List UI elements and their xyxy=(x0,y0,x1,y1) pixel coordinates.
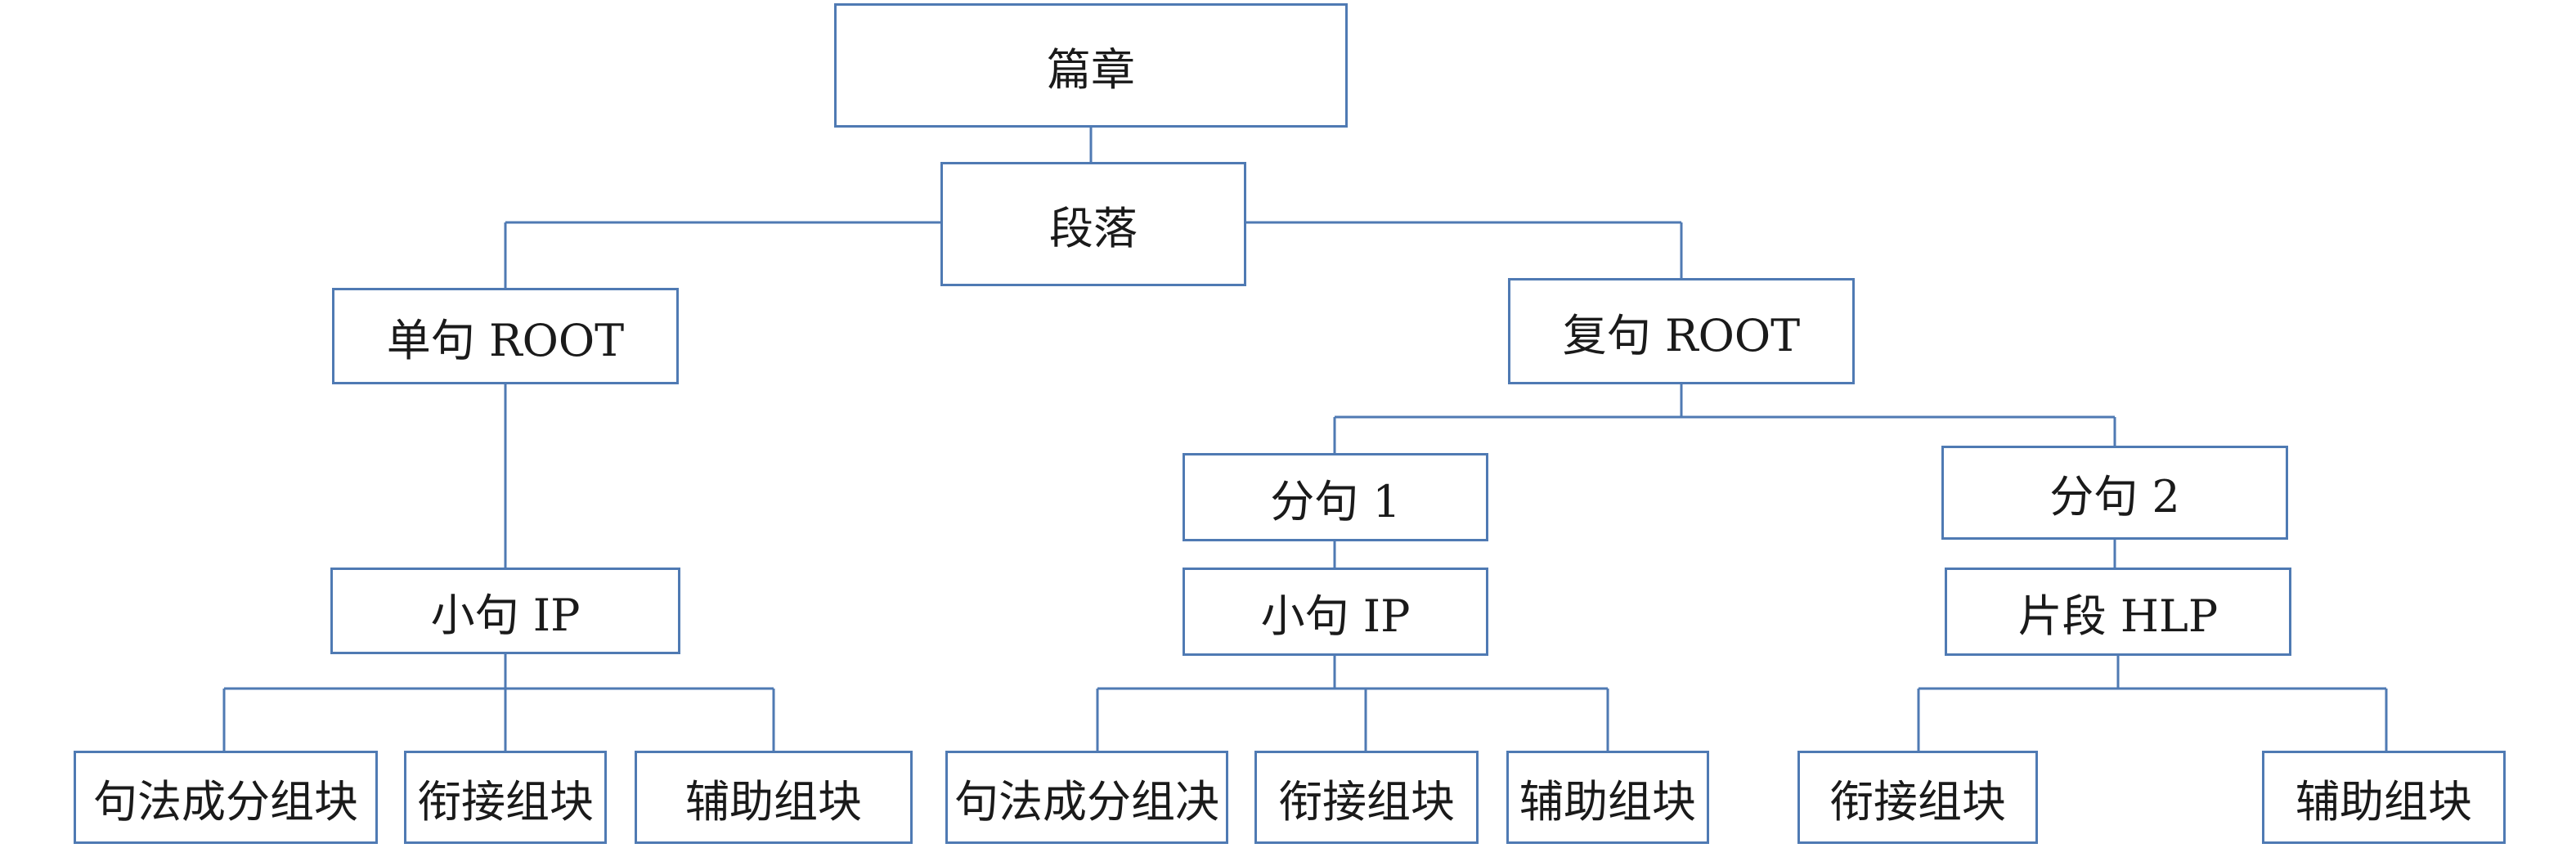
node-clause2-fragment: 片段 HLP xyxy=(1945,568,2291,656)
node-simple-small-clause: 小句 IP xyxy=(330,568,680,654)
node-clause1-small-clause: 小句 IP xyxy=(1183,568,1488,656)
node-clause1-syntactic-chunk-label: 句法成分组决 xyxy=(954,775,1219,828)
node-simple-small-clause-label: 小句 IP xyxy=(430,589,581,641)
node-simple-cohesive-chunk: 衔接组块 xyxy=(404,751,607,844)
node-clause1-syntactic-chunk: 句法成分组决 xyxy=(945,751,1228,844)
node-simple-sentence: 单句 ROOT xyxy=(332,288,679,384)
node-clause1-auxiliary-chunk: 辅助组块 xyxy=(1506,751,1709,844)
node-discourse-label: 篇章 xyxy=(1047,43,1135,96)
node-clause2-cohesive-chunk: 衔接组块 xyxy=(1797,751,2038,844)
node-complex-sentence-label: 复句 ROOT xyxy=(1562,309,1801,361)
node-clause2-cohesive-chunk-label: 衔接组块 xyxy=(1829,775,2006,828)
node-clause-2-label: 分句 2 xyxy=(2049,471,2180,523)
node-clause1-small-clause-label: 小句 IP xyxy=(1260,590,1411,642)
node-simple-syntactic-chunk-label: 句法成分组块 xyxy=(93,775,358,828)
node-clause1-auxiliary-chunk-label: 辅助组块 xyxy=(1519,775,1696,828)
node-complex-sentence: 复句 ROOT xyxy=(1508,278,1855,384)
node-clause-1-label: 分句 1 xyxy=(1270,475,1401,527)
node-clause2-fragment-label: 片段 HLP xyxy=(2017,590,2219,642)
node-clause2-auxiliary-chunk-label: 辅助组块 xyxy=(2296,775,2472,828)
node-clause2-auxiliary-chunk: 辅助组块 xyxy=(2262,751,2506,844)
node-clause1-cohesive-chunk: 衔接组块 xyxy=(1254,751,1479,844)
node-simple-cohesive-chunk-label: 衔接组块 xyxy=(417,775,594,828)
node-paragraph: 段落 xyxy=(940,162,1246,286)
node-simple-auxiliary-chunk-label: 辅助组块 xyxy=(685,775,862,828)
node-clause-1: 分句 1 xyxy=(1183,453,1488,541)
node-paragraph-label: 段落 xyxy=(1049,202,1138,254)
node-discourse: 篇章 xyxy=(834,3,1348,128)
node-clause1-cohesive-chunk-label: 衔接组块 xyxy=(1278,775,1455,828)
node-clause-2: 分句 2 xyxy=(1941,446,2288,540)
node-simple-syntactic-chunk: 句法成分组块 xyxy=(74,751,378,844)
node-simple-auxiliary-chunk: 辅助组块 xyxy=(635,751,913,844)
node-simple-sentence-label: 单句 ROOT xyxy=(386,314,625,366)
